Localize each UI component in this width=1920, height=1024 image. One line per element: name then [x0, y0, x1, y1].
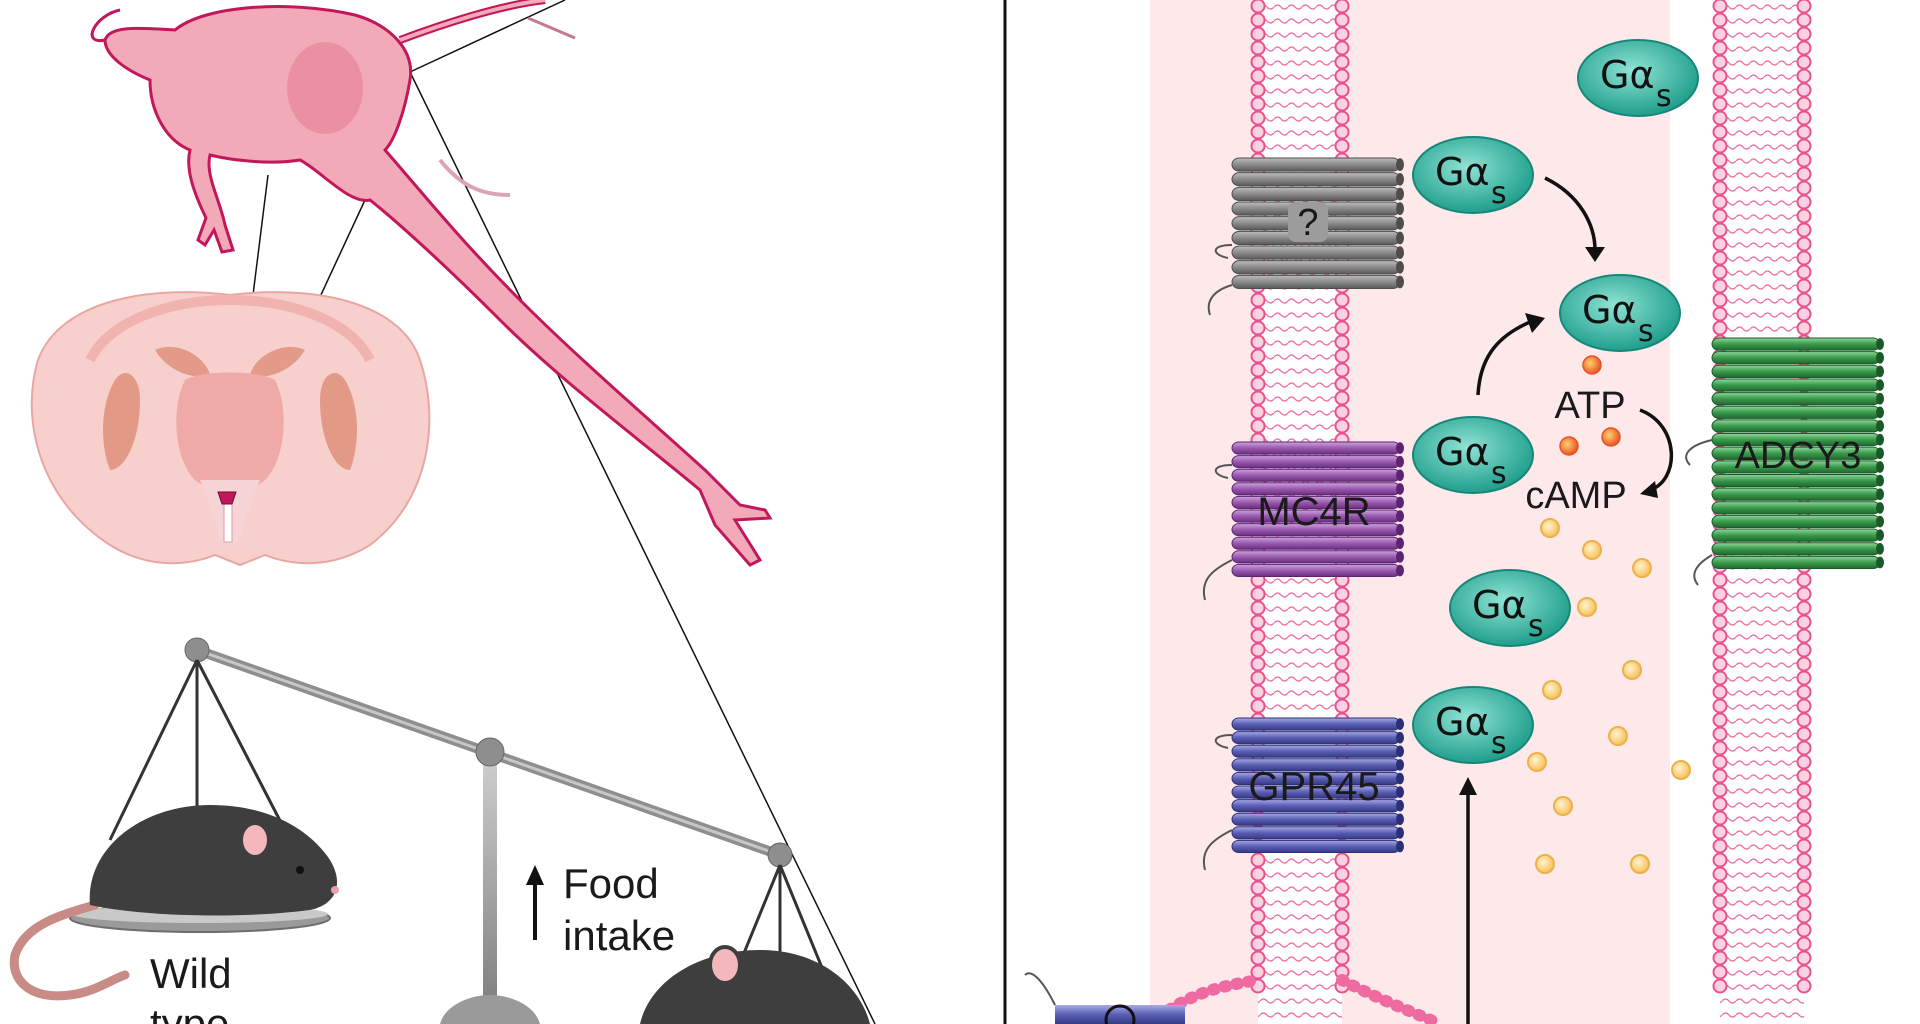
adcy3-label: ADCY3	[1735, 435, 1862, 477]
g-alpha-subscript: s	[1491, 456, 1507, 491]
receptor-mc4r: MC4R	[1202, 441, 1404, 601]
arrowheads	[1459, 247, 1658, 795]
camp-molecule	[1608, 726, 1628, 746]
wild-type-mouse	[9, 805, 339, 1001]
camp-molecule	[1582, 540, 1602, 560]
g-alpha-label: Gα	[1435, 150, 1490, 194]
mutant-mouse	[640, 945, 870, 1024]
food-intake-label: Food intake	[526, 860, 675, 959]
camp-molecule	[1622, 660, 1642, 680]
signaling-arrows	[1466, 176, 1673, 1024]
g-alpha-label: Gα	[1472, 583, 1527, 627]
neuron-nucleus	[287, 42, 363, 134]
camp-molecule	[1632, 558, 1652, 578]
camp-molecule	[1671, 760, 1691, 780]
g-alpha-label: Gα	[1435, 430, 1490, 474]
wild-label: Wild	[150, 950, 232, 997]
g-alpha-label: Gα	[1582, 288, 1637, 332]
atp-molecules	[1559, 355, 1621, 456]
g-alpha-subscript: s	[1638, 314, 1654, 349]
receptor-gpr45: GPR45	[1202, 717, 1404, 871]
right-panel: ? MC4R GPR45 ADCY3	[1003, 0, 1884, 1024]
wild-type-label: Wild type	[150, 950, 232, 1024]
g-alpha-subscript: s	[1491, 726, 1507, 761]
receptor-unknown-label: ?	[1297, 202, 1318, 244]
gpr45-label: GPR45	[1248, 765, 1379, 809]
receptor-unknown: ?	[1207, 157, 1404, 316]
atp-label: ATP	[1554, 385, 1625, 427]
adcy3-enzyme: ADCY3	[1685, 337, 1884, 586]
camp-molecule	[1553, 796, 1573, 816]
intake-label: intake	[563, 912, 675, 959]
mc4r-label: MC4R	[1257, 490, 1370, 534]
camp-molecule	[1577, 597, 1597, 617]
g-alpha-subscript: s	[1528, 609, 1544, 644]
receptor-partial-bottom	[1024, 972, 1185, 1024]
camp-molecule	[1535, 854, 1555, 874]
g-alpha-subscript: s	[1656, 79, 1672, 114]
camp-molecule	[1542, 680, 1562, 700]
type-label: type	[150, 1000, 229, 1024]
g-alpha-subscript: s	[1491, 176, 1507, 211]
food-label: Food	[563, 860, 659, 907]
brain-section	[30, 291, 431, 567]
camp-molecule	[1540, 518, 1560, 538]
camp-molecules	[1527, 518, 1691, 874]
neuron	[90, 0, 773, 567]
camp-molecule	[1527, 752, 1547, 772]
left-panel: Food intake Wild type	[9, 0, 876, 1024]
camp-molecule	[1630, 854, 1650, 874]
g-alpha-label: Gα	[1600, 53, 1655, 97]
up-arrow-icon	[526, 865, 544, 940]
camp-label: cAMP	[1525, 475, 1626, 517]
g-alpha-label: Gα	[1435, 700, 1490, 744]
